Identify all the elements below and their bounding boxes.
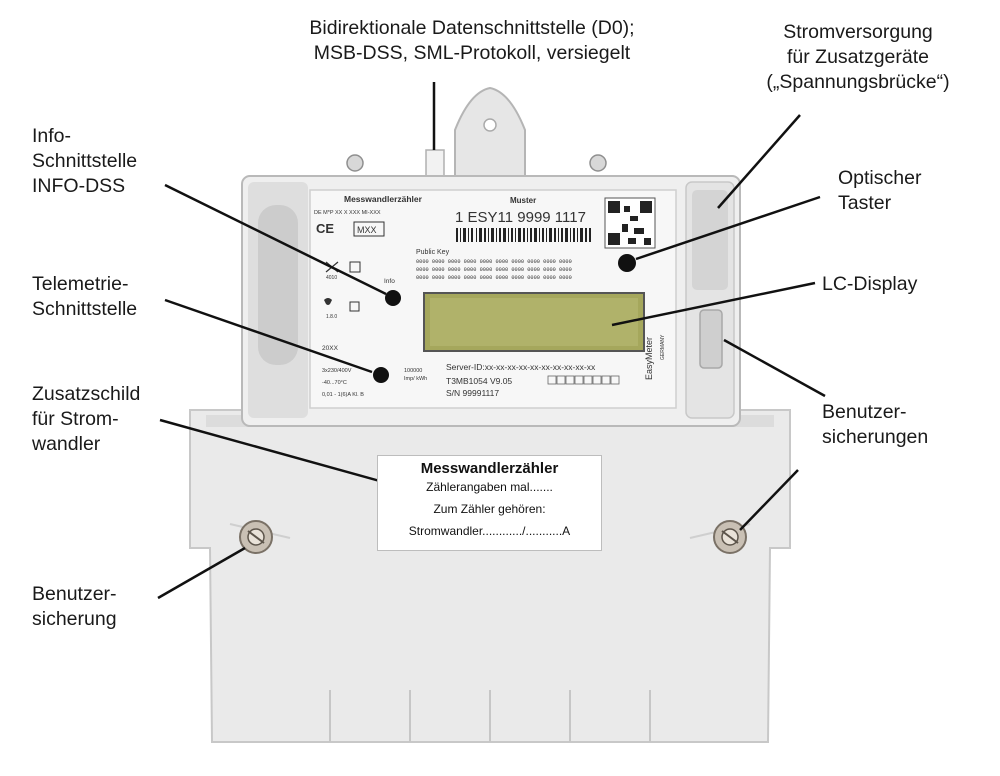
- callout-optical-button: Optischer Taster: [838, 166, 921, 216]
- user-fuses-block: [699, 309, 723, 369]
- callout-info-line-2: Schnittstelle: [32, 150, 138, 172]
- callout-plate-line-3: wandler: [32, 433, 101, 455]
- callout-fuse-line-1: Benutzer-: [32, 583, 117, 605]
- callout-telemetry-line-2: Schnittstelle: [32, 298, 138, 320]
- callout-plate-line-2: für Strom-: [32, 408, 119, 430]
- public-key-row-2: 0000 0000 0000 0000 0000 0000 0000 0000 …: [416, 267, 572, 273]
- server-id: Server-ID:xx-xx-xx-xx-xx-xx-xx-xx-xx-xx: [446, 362, 596, 372]
- panel-cert-line: DE M*P XX X XXX MI-XXX: [314, 210, 381, 216]
- barcode: [456, 228, 591, 242]
- public-key-row-3: 0000 0000 0000 0000 0000 0000 0000 0000 …: [416, 275, 572, 281]
- qr-code: [604, 197, 656, 249]
- public-key-row-1: 0000 0000 0000 0000 0000 0000 0000 0000 …: [416, 259, 572, 265]
- callout-info-line-3: INFO-DSS: [32, 175, 126, 197]
- spec-line-3: 0,01 - 1(6)A Kl. B: [322, 392, 364, 398]
- fuse-screw-right: [713, 520, 747, 554]
- public-key-label: Public Key: [416, 249, 450, 256]
- info-interface-led: [385, 290, 401, 306]
- callout-optical-line-2: Taster: [838, 192, 892, 214]
- info-book-icon: [349, 261, 361, 273]
- callout-d0-line-2: MSB-DSS, SML-Protokoll, versiegelt: [313, 42, 631, 64]
- meter-id: 1 ESY11 9999 1117: [455, 209, 586, 226]
- callout-power-line-1: Stromversorgung: [783, 21, 933, 43]
- plate-title: Messwandlerzähler: [420, 460, 559, 477]
- callout-lc-display: LC-Display: [822, 272, 917, 297]
- info-label: Info: [384, 278, 395, 285]
- leader-lines: [157, 82, 826, 600]
- callout-d0-line-1: Bidirektionale Datenschnittstelle (D0);: [309, 17, 635, 39]
- model-tag: Muster: [510, 196, 536, 205]
- plate-line-1: Zählerangaben mal.......: [426, 480, 553, 494]
- optical-button: [618, 254, 636, 272]
- callout-optical-line-1: Optischer: [838, 167, 922, 189]
- small-value-2: 1.8.0: [326, 314, 337, 320]
- phone-icon: [324, 298, 332, 305]
- hanging-bracket: [454, 86, 526, 179]
- spec-line-2: -40...70°C: [322, 380, 347, 386]
- panel-year: 20XX: [322, 345, 339, 352]
- small-value-1: 4010: [326, 275, 337, 281]
- ce-mark: CE: [316, 221, 334, 236]
- callout-fuses-line-2: sicherungen: [822, 426, 929, 448]
- callout-user-fuses: Benutzer- sicherungen: [822, 400, 928, 450]
- callout-fuses-line-1: Benutzer-: [822, 401, 907, 423]
- callout-power-supply: Stromversorgung für Zusatzgeräte („Spann…: [738, 20, 978, 95]
- mxx-mark: MXX: [357, 225, 377, 235]
- cover-slots: [329, 690, 651, 742]
- callout-power-line-2: für Zusatzgeräte: [787, 46, 929, 68]
- callout-telemetry-interface: Telemetrie- Schnittstelle: [32, 272, 137, 322]
- terminal-numbers: [547, 375, 620, 385]
- callout-extra-plate: Zusatzschild für Strom- wandler: [32, 382, 140, 457]
- callout-user-fuse: Benutzer- sicherung: [32, 582, 117, 632]
- callout-plate-line-1: Zusatzschild: [32, 383, 141, 405]
- callout-lcd-line-1: LC-Display: [822, 273, 918, 295]
- brand: EasyMeter: [644, 337, 654, 380]
- d0-seal: [425, 149, 445, 179]
- voltage-bridge: [692, 190, 728, 290]
- callout-fuse-line-2: sicherung: [32, 608, 117, 630]
- callout-power-line-3: („Spannungsbrücke“): [766, 71, 950, 93]
- made-in: GERMANY: [660, 334, 666, 360]
- spec-line-1: 3x230/400V: [322, 368, 352, 374]
- fuse-screw-left: [239, 520, 273, 554]
- callout-telemetry-line-1: Telemetrie-: [32, 273, 129, 295]
- callout-info-interface: Info- Schnittstelle INFO-DSS: [32, 124, 137, 199]
- terminal-cover: [189, 409, 791, 743]
- callout-info-line-1: Info-: [32, 125, 72, 147]
- panel-type-label: Messwandlerzähler: [344, 194, 423, 204]
- telemetry-interface-led: [373, 367, 389, 383]
- current-transformer-plate: Messwandlerzähler Zählerangaben mal.....…: [377, 455, 602, 551]
- plate-line-3: Stromwandler............/...........A: [408, 524, 571, 538]
- impulse-value: 100000: [404, 368, 422, 374]
- serial-number: S/N 99991117: [446, 388, 499, 398]
- square-icon: [349, 301, 360, 312]
- callout-d0-interface: Bidirektionale Datenschnittstelle (D0); …: [272, 16, 672, 66]
- impulse-unit: Imp/ kWh: [404, 376, 427, 382]
- firmware: T3MB1054 V9.05: [446, 376, 512, 386]
- plate-line-2: Zum Zähler gehören:: [433, 502, 546, 516]
